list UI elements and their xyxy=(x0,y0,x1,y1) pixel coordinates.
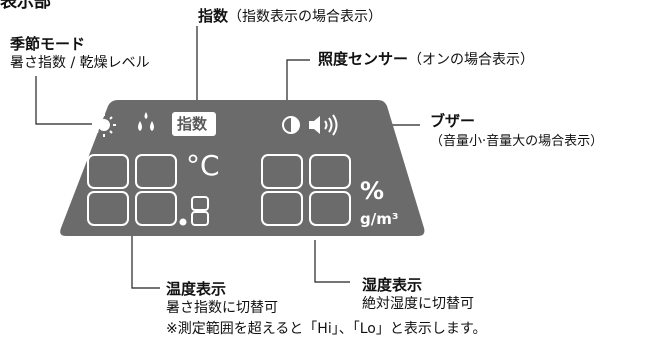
season-leader xyxy=(35,76,92,125)
index-title: 指数 xyxy=(198,7,229,25)
index-callout: 指数（指数表示の場合表示） xyxy=(198,8,382,26)
half-circle-icon xyxy=(282,116,300,134)
humid-unit-abs: g/m³ xyxy=(360,210,399,228)
temp-leader xyxy=(131,230,160,289)
temp-unit: °C xyxy=(186,149,220,182)
index-badge-bg xyxy=(172,112,216,136)
water-drops-icon xyxy=(138,112,154,131)
humidity-title: 湿度表示 xyxy=(362,276,423,294)
season-mode-desc: 暑さ指数 / 乾燥レベル xyxy=(10,55,150,71)
humidity-desc: 絶対湿度に切替可 xyxy=(362,296,474,312)
speaker-sound-icon xyxy=(309,114,338,136)
light-sensor-callout: 照度センサー（オンの場合表示） xyxy=(318,51,534,69)
sun-icon xyxy=(92,113,116,137)
season-mode-title: 季節モード xyxy=(10,35,86,53)
humid-digit-segments xyxy=(261,154,351,226)
temperature-title: 温度表示 xyxy=(166,280,227,298)
light-sensor-title: 照度センサー xyxy=(318,50,409,68)
light-leader xyxy=(286,59,310,105)
humid-leader xyxy=(314,240,350,283)
page-title: 表示部 xyxy=(0,0,51,12)
temperature-desc: 暑さ指数に切替可 xyxy=(166,300,278,316)
temp-digit-segments xyxy=(87,154,209,226)
index-badge: 指数 xyxy=(177,115,208,133)
buzzer-title: ブザー xyxy=(430,112,476,130)
index-note: （指数表示の場合表示） xyxy=(228,9,383,25)
humid-unit-percent: % xyxy=(360,177,385,205)
footnote: ※測定範囲を超えると「Hi」、「Lo」と表示します。 xyxy=(166,321,487,337)
buzzer-note: （音量小·音量大の場合表示） xyxy=(430,134,604,149)
light-sensor-note: （オンの場合表示） xyxy=(408,52,535,68)
